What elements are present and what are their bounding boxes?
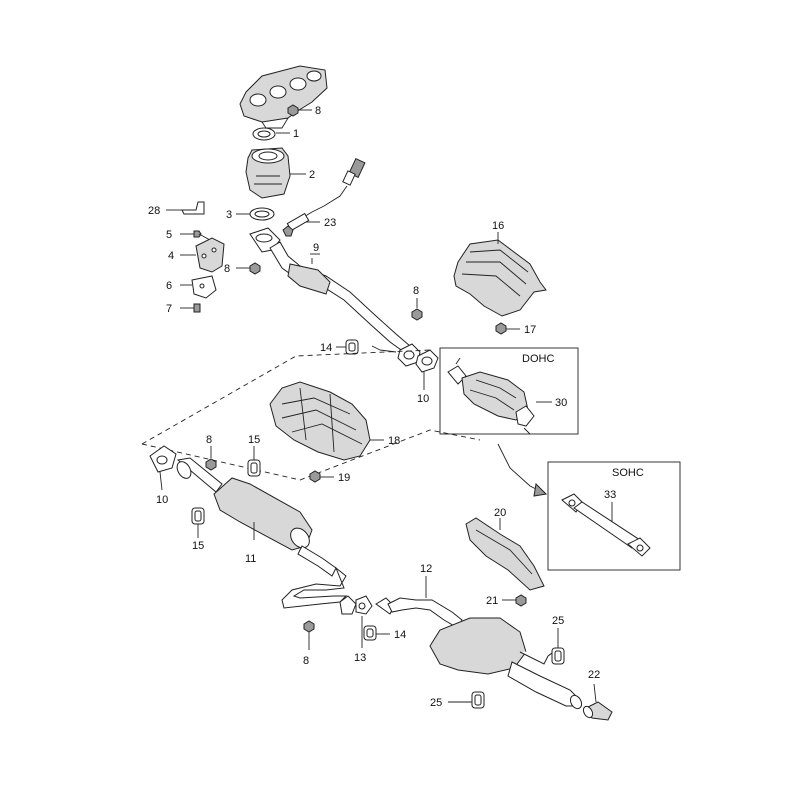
oxygen-sensor-wire (301, 157, 366, 219)
label-33: 33 (604, 489, 616, 501)
gasket-10-lower (149, 445, 177, 491)
label-14-bottom: 14 (394, 629, 406, 641)
catalytic-converter-30 (447, 357, 552, 435)
center-muffler-11 (176, 457, 348, 609)
label-9: 9 (313, 242, 319, 254)
nut-19 (309, 470, 334, 483)
label-1: 1 (293, 128, 299, 140)
hanger-14-bottom (363, 625, 390, 641)
label-4: 4 (168, 250, 174, 262)
tail-pipe-22 (582, 683, 613, 721)
heat-protector-18 (269, 381, 384, 461)
label-19: 19 (338, 472, 350, 484)
hanger-25-left (448, 691, 485, 709)
variant-arrow (497, 443, 548, 497)
label-17: 17 (524, 324, 536, 336)
exhaust-manifold (239, 65, 328, 129)
label-8-mid: 8 (413, 285, 419, 297)
label-23: 23 (324, 217, 336, 229)
nut-8-bottom (303, 620, 315, 650)
hanger-14-top (336, 339, 397, 355)
label-28: 28 (148, 205, 160, 217)
nut-8-lower (205, 446, 217, 471)
heat-protector-16 (453, 232, 547, 317)
nut-8-mid (411, 298, 423, 321)
label-10-mid: 10 (417, 393, 429, 405)
bracket-assembly-4-5-6-7 (180, 230, 225, 313)
oxygen-sensor-23 (282, 212, 320, 237)
bracket-28 (166, 201, 205, 215)
sohc-title: SOHC (612, 467, 644, 479)
label-13: 13 (354, 652, 366, 664)
part-labels: 8 1 2 28 3 23 5 9 4 8 6 7 16 8 17 14 10 … (148, 105, 616, 709)
front-pipe-9 (249, 227, 411, 353)
label-8-bottom: 8 (303, 655, 309, 667)
label-15-top: 15 (248, 434, 260, 446)
nut-8-left (236, 262, 261, 275)
hanger-15-top (247, 446, 261, 477)
gasket-10-mid (397, 343, 439, 390)
label-25-right: 25 (552, 615, 564, 627)
dohc-box: DOHC (439, 347, 579, 435)
dashed-guides (141, 349, 481, 481)
label-8-left: 8 (224, 263, 230, 275)
label-3: 3 (226, 209, 232, 221)
gasket-1 (252, 127, 290, 141)
label-21: 21 (486, 595, 498, 607)
hanger-15-bottom (191, 507, 205, 538)
gasket-13 (339, 595, 373, 648)
label-7: 7 (166, 303, 172, 315)
sohc-box: SOHC (547, 461, 681, 571)
label-20: 20 (494, 507, 506, 519)
label-11: 11 (245, 553, 256, 565)
hanger-25-right (551, 628, 565, 665)
label-16: 16 (492, 220, 504, 232)
gasket-3 (236, 207, 275, 221)
label-15-bottom: 15 (192, 540, 204, 552)
main-muffler-12 (375, 576, 583, 710)
center-pipe-33 (561, 493, 651, 557)
label-8-lower: 8 (206, 434, 212, 446)
label-10-lower: 10 (156, 494, 168, 506)
label-12: 12 (420, 563, 432, 575)
label-6: 6 (166, 280, 172, 292)
label-2: 2 (309, 169, 315, 181)
label-30: 30 (555, 397, 567, 409)
nut-17 (495, 322, 520, 335)
label-8-top: 8 (315, 105, 321, 117)
label-25-left: 25 (430, 697, 442, 709)
dohc-title: DOHC (522, 353, 554, 365)
nut-21 (502, 594, 527, 607)
heat-shield-20 (465, 517, 545, 591)
label-18: 18 (388, 435, 400, 447)
label-22: 22 (588, 669, 600, 681)
label-14-top: 14 (320, 342, 332, 354)
warm-up-converter-2 (245, 147, 306, 199)
label-5: 5 (166, 229, 172, 241)
nut-8-top (287, 104, 312, 117)
